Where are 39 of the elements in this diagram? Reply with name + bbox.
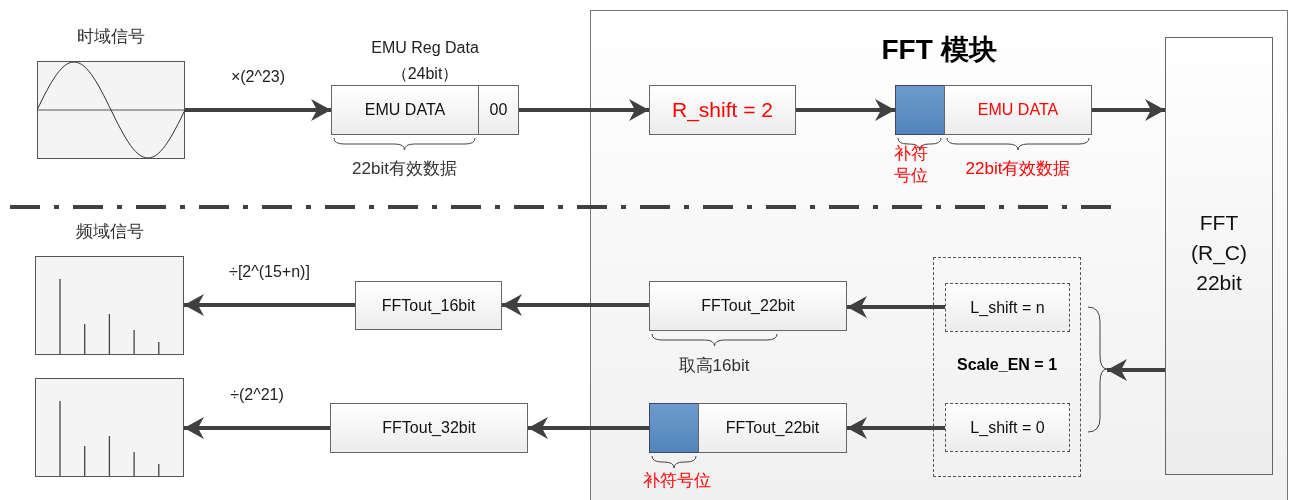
arrow	[185, 99, 331, 121]
register-field: FFTout_22bit	[698, 403, 847, 453]
arrow	[528, 417, 649, 439]
arrow	[1107, 359, 1165, 381]
signal-heading: 频域信号	[74, 221, 145, 243]
register-heading: EMU Reg Data （24bit）	[370, 38, 480, 84]
option-box: L_shift = n	[945, 283, 1070, 332]
annotation-text: 补符号位	[642, 470, 712, 492]
dashed-group-box	[933, 257, 1081, 477]
fft-block: FFT (R_C) 22bit	[1165, 37, 1273, 475]
register-field: FFTout_22bit	[649, 281, 847, 331]
edge-label: ÷(2^21)	[229, 386, 285, 404]
output-box: FFTout_32bit	[330, 403, 528, 453]
arrow	[796, 99, 895, 121]
output-box: FFTout_16bit	[355, 281, 502, 330]
register-field: 00	[478, 85, 519, 135]
arrow	[1092, 99, 1165, 121]
sign-bit-block	[895, 85, 945, 135]
panel-title: FFT 模块	[880, 33, 998, 67]
edge-label: ÷[2^(15+n)]	[228, 263, 311, 281]
arrow	[184, 417, 330, 439]
arrow	[184, 294, 355, 316]
edge-label: ×(2^23)	[229, 68, 287, 86]
annotation-text: 22bit有效数据	[964, 158, 1072, 180]
process-box: R_shift = 2	[649, 85, 796, 135]
register-field: EMU DATA	[944, 85, 1092, 135]
arrow	[847, 296, 945, 318]
arrow	[502, 294, 649, 316]
arrow	[847, 417, 945, 439]
annotation-text: 补符号位	[893, 143, 929, 187]
group-label: Scale_EN = 1	[955, 356, 1059, 374]
arrow	[519, 99, 649, 121]
sign-bit-block	[649, 403, 699, 453]
annotation-text: 取高16bit	[677, 355, 751, 377]
signal-heading: 时域信号	[76, 26, 146, 48]
option-box: L_shift = 0	[945, 403, 1070, 452]
module-panel	[590, 10, 1288, 500]
annotation-text: 22bit有效数据	[351, 158, 458, 180]
register-field: EMU DATA	[331, 85, 479, 135]
